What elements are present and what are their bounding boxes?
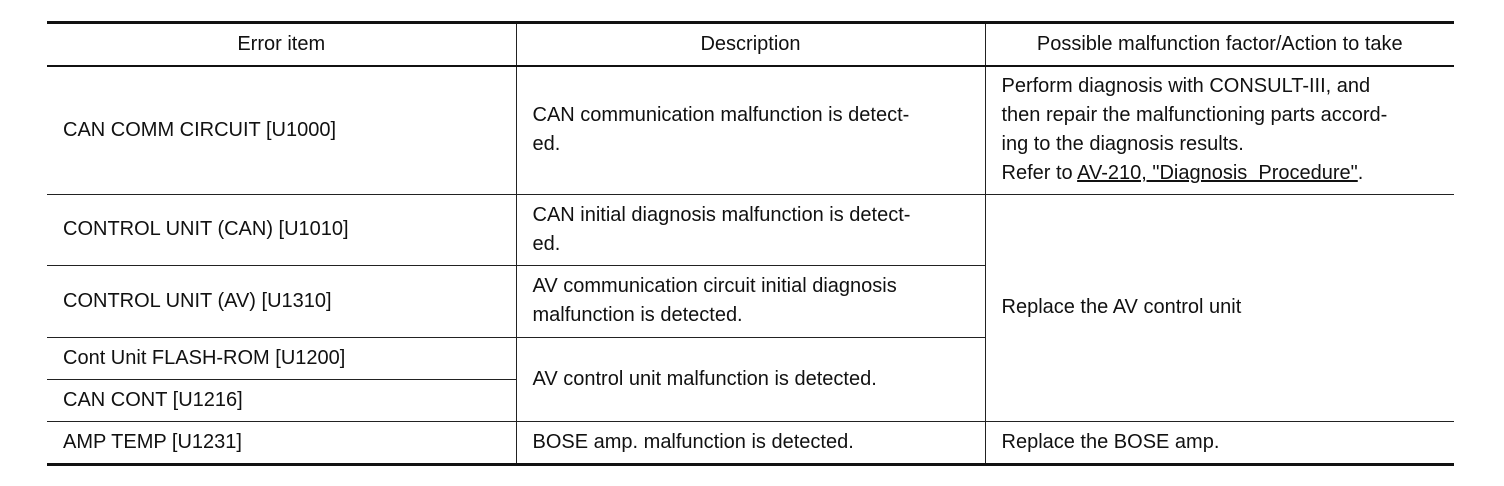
- error-item-cell: CAN CONT [U1216]: [47, 378, 516, 422]
- error-item-cell: CAN COMM CIRCUIT [U1000]: [47, 65, 517, 195]
- description-line: CAN initial diagnosis malfunction is det…: [532, 203, 911, 226]
- error-item-table: Error item Description Possible malfunct…: [47, 21, 1454, 466]
- header-action: Possible malfunction factor/Action to ta…: [984, 21, 1454, 67]
- action-cell: Perform diagnosis with CONSULT-III, and …: [984, 65, 1454, 195]
- description-line: CAN communication malfunction is detect-: [532, 104, 910, 127]
- reference-suffix: .: [1357, 162, 1364, 185]
- diagnosis-procedure-link[interactable]: AV-210, "Diagnosis Procedure": [1077, 162, 1358, 185]
- table-row: CAN COMM CIRCUIT [U1000] CAN communicati…: [47, 65, 1454, 195]
- error-item-cell: CONTROL UNIT (AV) [U1310]: [47, 264, 517, 338]
- action-line: Perform diagnosis with CONSULT-III, and: [1001, 75, 1371, 98]
- header-description: Description: [515, 21, 986, 67]
- table-row: CONTROL UNIT (AV) [U1310] AV communicati…: [47, 264, 1454, 338]
- description-cell: CAN communication malfunction is detect-…: [515, 65, 986, 195]
- description-line: malfunction is detected.: [532, 304, 743, 326]
- description-cell: BOSE amp. malfunction is detected.: [515, 420, 986, 466]
- description-line: ed.: [532, 232, 561, 255]
- error-item-cell: Cont Unit FLASH-ROM [U1200]: [47, 336, 517, 380]
- table-row: CAN CONT [U1216]: [47, 378, 1454, 422]
- description-line: ed.: [532, 133, 561, 156]
- description-cell: AV control unit malfunction is detected.: [515, 336, 985, 422]
- description-cell: CAN initial diagnosis malfunction is det…: [515, 193, 986, 266]
- reference-prefix: Refer to: [1001, 162, 1078, 185]
- table-row: AMP TEMP [U1231] BOSE amp. malfunction i…: [47, 420, 1454, 466]
- action-cell: Replace the BOSE amp.: [984, 420, 1454, 466]
- action-line: ing to the diagnosis results.: [1001, 133, 1244, 156]
- description-cell: AV communication circuit initial diagnos…: [515, 264, 985, 338]
- action-line: then repair the malfunctioning parts acc…: [1001, 104, 1388, 127]
- error-item-cell: CONTROL UNIT (CAN) [U1010]: [47, 193, 517, 266]
- description-line: AV communication circuit initial diagnos…: [532, 275, 897, 297]
- table-row: CONTROL UNIT (CAN) [U1010] CAN initial d…: [47, 193, 1454, 422]
- error-item-cell: AMP TEMP [U1231]: [47, 420, 517, 466]
- action-cell: Replace the AV control unit: [984, 193, 1454, 422]
- table-header-row: Error item Description Possible malfunct…: [47, 21, 1454, 67]
- header-error-item: Error item: [47, 21, 517, 67]
